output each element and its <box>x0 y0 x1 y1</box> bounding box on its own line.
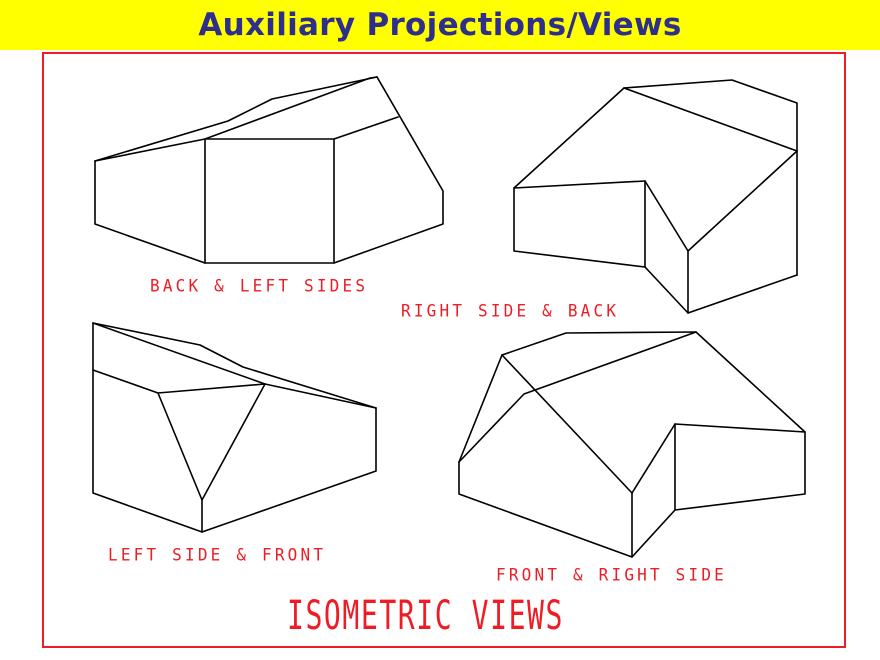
page-title: Auxiliary Projections/Views <box>198 7 682 43</box>
figure-front-right-side <box>458 331 806 558</box>
label-front-right-side: FRONT & RIGHT SIDE <box>496 564 727 585</box>
label-right-side-back: RIGHT SIDE & BACK <box>401 300 620 321</box>
label-back-left-sides: BACK & LEFT SIDES <box>150 275 369 296</box>
drawing-frame <box>42 52 846 648</box>
title-bar: Auxiliary Projections/Views <box>0 0 880 50</box>
label-left-side-front: LEFT SIDE & FRONT <box>108 544 327 565</box>
figure-left-side-front <box>92 322 377 533</box>
figure-right-side-back <box>513 79 798 314</box>
figure-back-left-sides <box>94 76 444 264</box>
caption-isometric-views: ISOMETRIC VIEWS <box>287 593 564 639</box>
